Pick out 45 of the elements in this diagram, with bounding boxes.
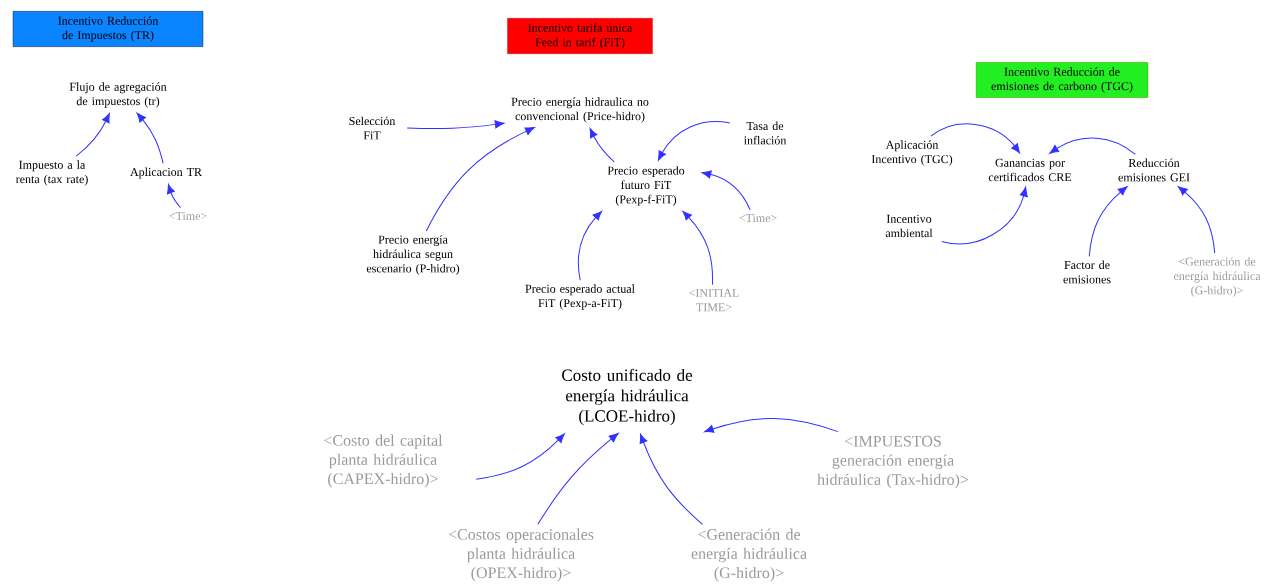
shadow-variable-label: <Costos operacionales planta hidráulica (OPEX-hidro)> bbox=[448, 528, 594, 582]
incentive-box: Incentivo Reducción de emisiones de carbono (TGC) bbox=[975, 62, 1149, 98]
variable-label: Precio esperado futuro FiT (Pexp-f-FiT) bbox=[607, 166, 685, 206]
arrow bbox=[475, 433, 565, 480]
variable-label: Costo unificado de energía hidráulica (LCOE-hidro) bbox=[562, 368, 693, 426]
shadow-variable-label: <INITIAL TIME> bbox=[689, 288, 739, 312]
arrow bbox=[941, 186, 1028, 245]
arrow bbox=[701, 170, 751, 211]
arrow bbox=[657, 121, 731, 161]
shadow-variable-label: <Time> bbox=[739, 213, 777, 223]
shadow-variable-label: <Costo del capital planta hidráulica (CAPEX-hidro)> bbox=[324, 434, 443, 488]
variable-label: Tasa de inflación bbox=[743, 121, 787, 145]
variable-label: Aplicación Incentivo (TGC) bbox=[871, 140, 953, 166]
variable-label: Impuesto a la renta (tax rate) bbox=[15, 160, 88, 186]
shadow-variable-label: <Time> bbox=[169, 211, 207, 221]
variable-label: Precio energía hidráulica segun escenario (P-hidro) bbox=[366, 235, 460, 275]
variable-label: Precio esperado actual FiT (Pexp-a-FiT) bbox=[525, 284, 635, 310]
incentive-box: Incentivo tarifa única Feed in tarif (FiT) bbox=[507, 18, 653, 54]
incentive-box: Incentivo Reducción de Impuestos (TR) bbox=[12, 11, 204, 47]
arrow bbox=[136, 112, 164, 164]
variable-label: Incentivo ambiental bbox=[885, 214, 933, 238]
arrow bbox=[406, 120, 505, 130]
arrow bbox=[577, 210, 603, 281]
arrow bbox=[1049, 137, 1136, 155]
arrow bbox=[167, 184, 182, 209]
arrow bbox=[75, 113, 110, 157]
variable-label: Ganancias por certificados CRE bbox=[988, 158, 1072, 182]
arrow bbox=[537, 433, 619, 525]
variable-label: Factor de emisiones bbox=[1063, 260, 1111, 284]
shadow-variable-label: <Generación de energía hidráulica (G-hidro)> bbox=[1173, 257, 1261, 297]
arrow bbox=[589, 128, 615, 163]
arrow bbox=[639, 433, 703, 525]
arrow bbox=[425, 127, 535, 232]
arrow bbox=[682, 210, 714, 286]
arrow bbox=[1088, 186, 1128, 257]
variable-label: Reducción emisiones GEI bbox=[1118, 158, 1190, 182]
variable-label: Precio energía hidraulica no convencional (Price-hidro) bbox=[511, 97, 649, 123]
arrow bbox=[704, 418, 839, 433]
variable-label: Selección FiT bbox=[349, 116, 396, 140]
variable-label: Flujo de agregación de impuestos (tr) bbox=[69, 82, 167, 108]
arrow bbox=[930, 123, 1021, 154]
shadow-variable-label: <Generación de energía hidráulica (G-hidro)> bbox=[691, 528, 807, 582]
shadow-variable-label: <IMPUESTOS generación energía hidráulica (Tax-hidro)> bbox=[817, 435, 969, 489]
variable-label: Aplicacion TR bbox=[130, 167, 202, 179]
arrow bbox=[1177, 186, 1216, 254]
